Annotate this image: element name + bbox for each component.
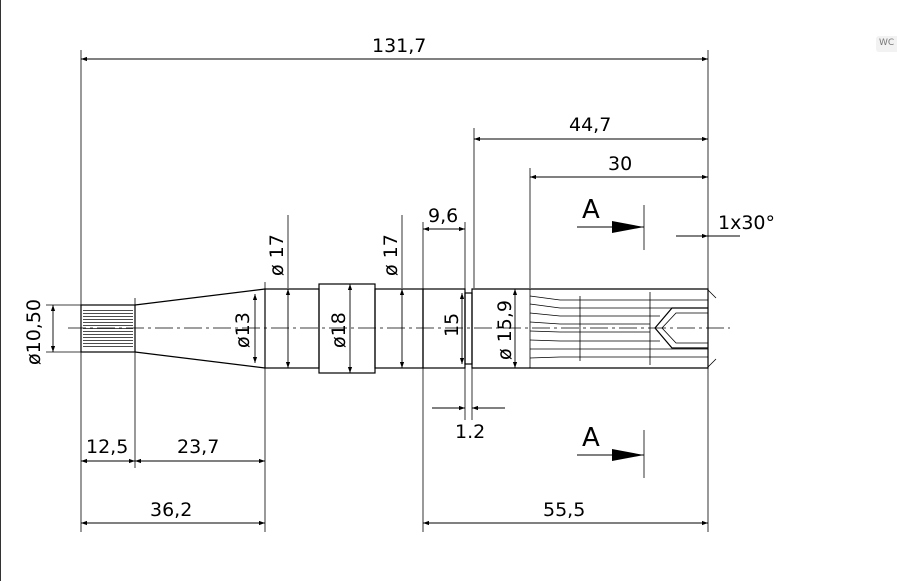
label-groove-width: 1.2 <box>455 421 485 443</box>
label-taper-diameter: ø13 <box>232 312 254 348</box>
taper-section <box>134 288 266 369</box>
label-section-top: A <box>582 195 600 225</box>
label-overall-length: 131,7 <box>372 35 426 57</box>
dimension-lines <box>50 56 740 526</box>
section-arrow-top <box>612 221 644 233</box>
section-arrow-bottom <box>612 449 644 461</box>
label-thread-length: 12,5 <box>86 436 128 458</box>
spline-teeth <box>529 292 708 365</box>
section-arrows <box>577 221 644 461</box>
label-taper-length: 23,7 <box>177 436 219 458</box>
label-spline-length: 30 <box>608 153 632 175</box>
label-right-section: 55,5 <box>543 499 585 521</box>
label-bearing-right-diameter: ø 17 <box>380 234 402 276</box>
bearing-left <box>264 288 320 369</box>
center-hole <box>654 289 717 368</box>
shaft-outline <box>80 283 709 374</box>
label-collar-width: 9,6 <box>428 205 458 227</box>
label-spline-diameter: ø 15,9 <box>494 300 516 360</box>
corner-tag: WC <box>876 36 897 52</box>
label-spline-section: 44,7 <box>569 114 611 136</box>
label-thread-diameter: ø10,50 <box>23 299 45 365</box>
label-first-bearing: 36,2 <box>150 499 192 521</box>
extension-lines <box>46 50 709 532</box>
bearing-right <box>374 288 424 369</box>
groove <box>464 292 473 365</box>
label-groove-diameter: 15 <box>441 313 463 337</box>
label-section-bottom: A <box>582 423 600 453</box>
window-left-border <box>0 0 1 581</box>
dimension-labels: 131,7 44,7 30 9,6 1.2 12,5 23,7 36,2 55,… <box>23 35 775 521</box>
label-center-diameter: ø18 <box>328 312 350 348</box>
label-chamfer: 1x30° <box>718 212 775 234</box>
label-bearing-left-diameter: ø 17 <box>266 234 288 276</box>
